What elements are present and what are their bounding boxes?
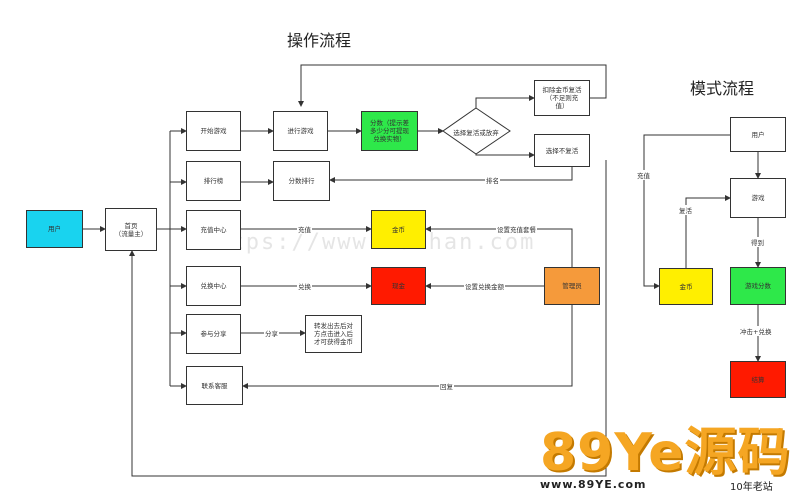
- m-edge-coins-game: [685, 195, 731, 268]
- label-mode-recharge: 充值: [636, 170, 651, 180]
- node-contact: 联系客服: [186, 366, 243, 405]
- logo-url: www.89YE.com: [540, 478, 647, 491]
- logo-tag: 10年老站: [730, 482, 773, 493]
- node-admin: 管理员: [544, 267, 600, 305]
- edge-choice-deduct: [475, 95, 535, 109]
- title-mode-flow: 模式流程: [690, 79, 755, 98]
- choice-diamond: [442, 107, 511, 155]
- title-operation-flow: 操作流程: [287, 31, 352, 50]
- m-edge-user-coins: [643, 134, 730, 289]
- label-share: 分享: [264, 328, 279, 338]
- label-leaderboard: 排名: [485, 175, 500, 185]
- edge-choice-norevive: [475, 152, 535, 158]
- node-mode-game: 游戏: [730, 178, 786, 218]
- label-mode-get: 得到: [750, 237, 765, 247]
- label-withdraw: 兑换: [297, 281, 312, 291]
- label-set-recharge: 设置充值套餐: [496, 224, 537, 234]
- label-reply: 回复: [439, 381, 454, 391]
- node-withdraw-center: 兑换中心: [186, 266, 241, 306]
- node-mode-result: 结算: [730, 361, 786, 398]
- edge-admin-coins: [425, 226, 573, 267]
- node-choice-label: 选择复活或放弃: [453, 129, 499, 137]
- node-home: 首页 （流量主）: [105, 208, 157, 251]
- logo-text: 89Ye源码: [540, 423, 791, 483]
- label-mode-dash: 冲击+兑换: [739, 326, 773, 336]
- label-set-withdraw: 设置兑换金额: [464, 281, 505, 291]
- edge-norevive-scorerank: [329, 167, 573, 183]
- node-coins: 金币: [371, 210, 426, 249]
- label-recharge: 充值: [297, 224, 312, 234]
- node-share-note: 转发出去后对 方点击进入后 才可获得金币: [305, 315, 362, 353]
- node-play-game: 进行游戏: [273, 111, 328, 151]
- node-mode-user: 用户: [730, 117, 786, 152]
- node-cash: 现金: [371, 267, 426, 305]
- node-score: 分数（提示差 多少分可提现 兑换实物）: [361, 111, 418, 151]
- edge-deduct-play: [298, 64, 607, 107]
- node-leaderboard: 排行榜: [186, 161, 241, 201]
- node-recharge-center: 充值中心: [186, 210, 241, 250]
- node-mode-coins: 金币: [659, 268, 713, 305]
- node-user: 用户: [26, 210, 83, 248]
- node-share: 参与分享: [186, 314, 241, 354]
- edge-admin-contact: [242, 305, 573, 389]
- watermark-url: https://www.huzhan.com: [200, 230, 536, 255]
- node-start-game: 开始游戏: [186, 111, 241, 151]
- node-deduct-revive: 扣除金币复活 （不足则充 值）: [534, 80, 590, 116]
- edge-bottom-home: [129, 160, 607, 477]
- label-mode-revive: 复活: [678, 205, 693, 215]
- node-mode-score: 游戏分数: [730, 267, 786, 305]
- node-no-revive: 选择不复活: [534, 134, 590, 167]
- node-score-rank: 分数排行: [273, 161, 330, 201]
- site-logo: 89Ye源码 www.89YE.com 10年老站: [540, 425, 800, 498]
